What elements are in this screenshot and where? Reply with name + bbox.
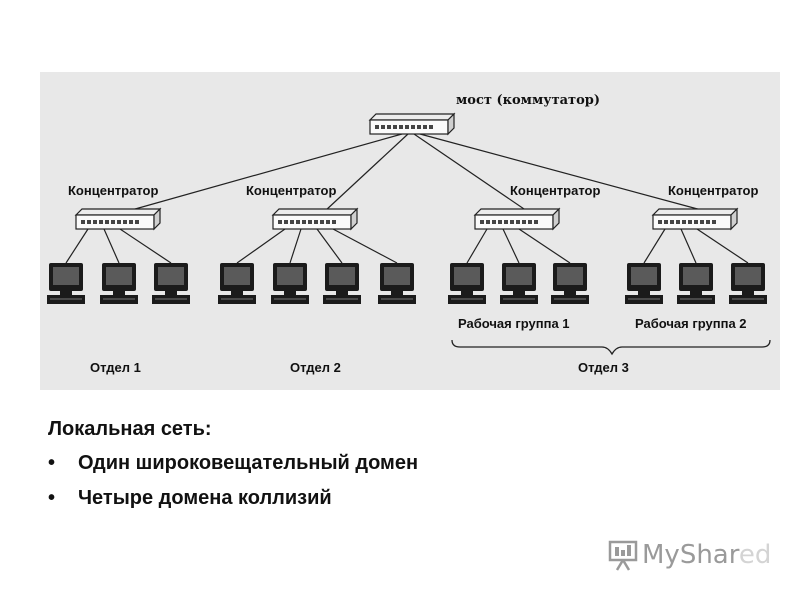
- computer-icon-4-1: [625, 263, 663, 304]
- computer-icon-3-2: [500, 263, 538, 304]
- computer-icon-2-3: [323, 263, 361, 304]
- computer-icon-1-3: [152, 263, 190, 304]
- hub-computer-link-1-2: [103, 228, 120, 264]
- bullet-dot-icon: •: [48, 452, 56, 474]
- hub-computer-link-3-2: [502, 228, 520, 264]
- bridge-hub-link-1: [127, 133, 403, 212]
- computer-icon-4-2: [677, 263, 715, 304]
- hub-computer-link-1-3: [119, 228, 172, 264]
- bridge-hub-link-4: [419, 133, 706, 212]
- computer-icon-3-1: [448, 263, 486, 304]
- workgroup-label-2: Рабочая группа 2: [635, 316, 747, 331]
- bridge-hub-link-2: [324, 133, 409, 212]
- hub-computer-link-3-1: [466, 228, 488, 264]
- department-3-brace: [451, 339, 771, 356]
- caption-title: Локальная сеть:: [48, 418, 212, 440]
- department-label-1: Отдел 1: [90, 360, 141, 375]
- logo-text-main: MyShar: [642, 540, 739, 570]
- myshared-logo: MyShared: [606, 537, 771, 573]
- hub-computer-link-1-1: [65, 228, 89, 264]
- bullet-item-1: • Один широковещательный домен: [48, 452, 418, 475]
- hub-label-3: Концентратор: [510, 183, 600, 198]
- devices-layer: [47, 112, 767, 304]
- logo-wordmark: MyShared: [642, 540, 771, 570]
- computer-icon-2-2: [271, 263, 309, 304]
- department-label-2: Отдел 2: [290, 360, 341, 375]
- hub-label-4: Концентратор: [668, 183, 758, 198]
- hub-icon-2: [271, 207, 359, 231]
- hub-computer-link-2-2: [289, 228, 302, 264]
- bullet-text-1: Один широковещательный домен: [78, 452, 419, 474]
- department-label-3: Отдел 3: [578, 360, 629, 375]
- hub-computer-link-2-3: [316, 228, 343, 264]
- presentation-board-icon: [608, 540, 638, 571]
- hub-icon-1: [74, 207, 162, 231]
- bullet-dot-icon: •: [48, 487, 56, 509]
- bridge-label: мост (коммутатор): [456, 93, 600, 108]
- computer-icon-4-3: [729, 263, 767, 304]
- bullet-item-2: • Четыре домена коллизий: [48, 487, 418, 510]
- hub-icon-3: [473, 207, 561, 231]
- computer-icon-3-3: [551, 263, 589, 304]
- bullet-list: • Один широковещательный домен • Четыре до…: [48, 452, 418, 522]
- hub-computer-link-2-1: [236, 228, 286, 264]
- logo-text-faded: ed: [738, 540, 772, 570]
- hub-computer-link-4-2: [680, 228, 697, 264]
- computer-icon-1-1: [47, 263, 85, 304]
- hub-label-2: Концентратор: [246, 183, 336, 198]
- hub-computer-link-4-1: [643, 228, 666, 264]
- hub-icon-4: [651, 207, 739, 231]
- hub-computer-link-2-4: [332, 228, 398, 264]
- links-layer: [65, 133, 749, 264]
- computer-icon-1-2: [100, 263, 138, 304]
- computer-icon-2-4: [378, 263, 416, 304]
- computer-icon-2-1: [218, 263, 256, 304]
- hub-label-1: Концентратор: [68, 183, 158, 198]
- workgroup-label-1: Рабочая группа 1: [458, 316, 570, 331]
- bridge-switch-icon: [368, 112, 456, 136]
- hub-computer-link-4-3: [696, 228, 749, 264]
- bullet-text-2: Четыре домена коллизий: [78, 487, 332, 509]
- bridge-hub-link-3: [413, 133, 528, 212]
- hub-computer-link-3-3: [518, 228, 571, 264]
